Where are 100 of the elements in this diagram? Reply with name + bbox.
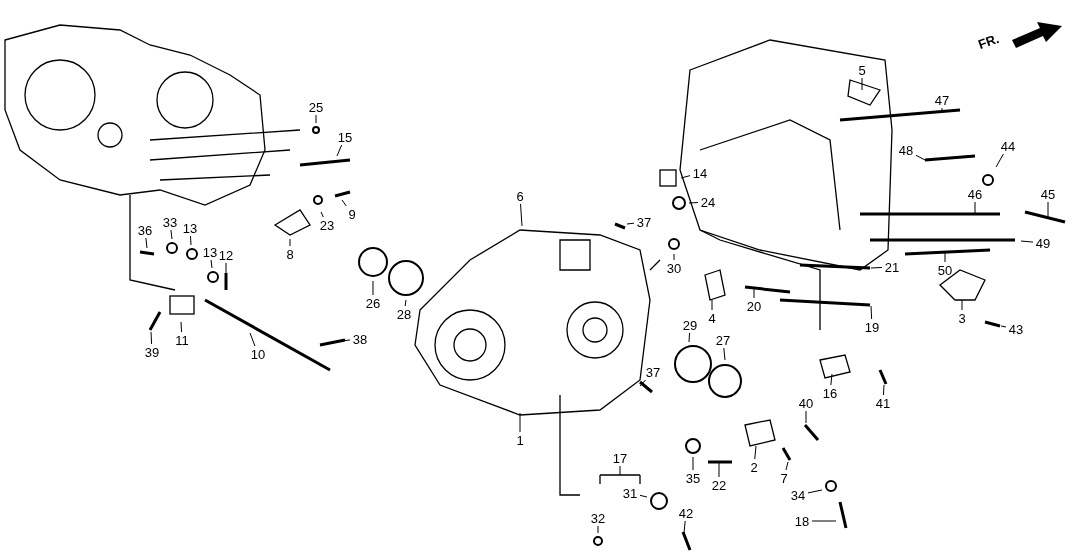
- callout-number: 4: [708, 311, 716, 325]
- leader-line: [811, 520, 837, 522]
- callout-number: 25: [308, 100, 324, 114]
- callout-number: 6: [516, 189, 524, 203]
- leader-line: [718, 462, 720, 478]
- callout-number: 11: [175, 333, 189, 347]
- leader-line: [170, 229, 173, 240]
- leader-line: [915, 154, 926, 161]
- callout-number: 40: [798, 396, 814, 410]
- leader-line: [807, 489, 823, 494]
- direction-label: FR.: [976, 30, 1001, 53]
- leader-line: [692, 456, 694, 471]
- leader-line: [974, 201, 976, 214]
- leader-line: [680, 175, 691, 179]
- leader-line: [830, 373, 833, 386]
- leader-line: [1047, 201, 1049, 218]
- callout-number: 17: [612, 451, 628, 465]
- leader-line: [336, 144, 343, 157]
- callout-number: 24: [700, 195, 716, 209]
- callout-number: 13: [202, 245, 218, 259]
- leader-line: [150, 331, 153, 345]
- leader-line: [861, 77, 863, 91]
- callout-number: 3: [958, 311, 966, 325]
- callout-number: 27: [715, 333, 731, 347]
- leader-line: [626, 222, 635, 225]
- callout-number: 13: [182, 221, 198, 235]
- callout-number: 49: [1035, 236, 1051, 250]
- callout-number: 19: [864, 320, 880, 334]
- callout-number: 22: [711, 478, 727, 492]
- leader-line: [180, 321, 183, 333]
- leader-line: [249, 332, 256, 347]
- callout-number: 32: [590, 511, 606, 525]
- leader-line: [688, 332, 691, 343]
- callout-number: 2: [750, 460, 758, 474]
- leader-line: [753, 288, 755, 299]
- callout-number: 10: [250, 347, 266, 361]
- callout-number: 8: [286, 247, 294, 261]
- callout-number: 9: [348, 207, 356, 221]
- leader-line: [711, 299, 713, 311]
- leader-line: [404, 299, 407, 307]
- leader-line: [754, 445, 757, 460]
- leader-line: [785, 461, 789, 471]
- leader-line: [189, 235, 192, 246]
- leader-line: [597, 525, 599, 534]
- callout-number: 45: [1040, 187, 1056, 201]
- callout-number: 1: [516, 433, 524, 447]
- leader-line: [870, 267, 883, 269]
- callout-number: 39: [144, 345, 160, 359]
- callout-number: 31: [622, 486, 638, 500]
- callout-number: 37: [636, 215, 652, 229]
- leader-line: [372, 280, 374, 296]
- leader-line: [944, 252, 946, 263]
- leader-line: [210, 259, 213, 269]
- leader-line: [995, 153, 1004, 168]
- callout-number: 30: [666, 261, 682, 275]
- leader-line: [520, 203, 523, 227]
- callout-number: 18: [794, 514, 810, 528]
- leader-line: [341, 199, 347, 207]
- callout-number: 44: [1000, 139, 1016, 153]
- callout-number: 50: [937, 263, 953, 277]
- callout-number: 47: [934, 93, 950, 107]
- callout-number: 28: [396, 307, 412, 321]
- leader-line: [639, 494, 648, 498]
- callout-number: 34: [790, 488, 806, 502]
- callout-number: 26: [365, 296, 381, 310]
- callout-number: 16: [822, 386, 838, 400]
- leader-line: [619, 465, 621, 476]
- callout-number: 35: [685, 471, 701, 485]
- callout-number: 20: [746, 299, 762, 313]
- leader-line: [941, 107, 943, 113]
- callout-number: 12: [218, 248, 234, 262]
- callout-number: 38: [352, 332, 368, 346]
- callout-number: 46: [967, 187, 983, 201]
- callout-number: 5: [858, 63, 866, 77]
- leader-line: [320, 211, 324, 218]
- callout-number: 36: [137, 223, 153, 237]
- leader-line: [961, 299, 963, 311]
- leader-line: [882, 384, 885, 396]
- callout-number: 14: [692, 166, 708, 180]
- callout-number: 7: [780, 471, 788, 485]
- leader-line: [805, 410, 807, 424]
- callout-number: 21: [884, 260, 900, 274]
- callout-number: 48: [898, 143, 914, 157]
- leader-line: [673, 253, 675, 261]
- leader-line: [1000, 325, 1007, 328]
- callout-number: 33: [162, 215, 178, 229]
- leader-line: [519, 412, 521, 433]
- leader-line: [683, 520, 686, 534]
- leader-line: [870, 305, 873, 320]
- leader-line: [723, 347, 726, 361]
- leader-line: [639, 379, 647, 387]
- callout-number: 37: [645, 365, 661, 379]
- callout-number: 15: [337, 130, 353, 144]
- callout-number: 43: [1008, 322, 1024, 336]
- leader-line: [315, 114, 317, 124]
- callout-number: 42: [678, 506, 694, 520]
- leader-line: [339, 339, 351, 342]
- leader-line: [145, 237, 148, 249]
- leader-line: [225, 262, 227, 274]
- leader-line: [289, 238, 291, 247]
